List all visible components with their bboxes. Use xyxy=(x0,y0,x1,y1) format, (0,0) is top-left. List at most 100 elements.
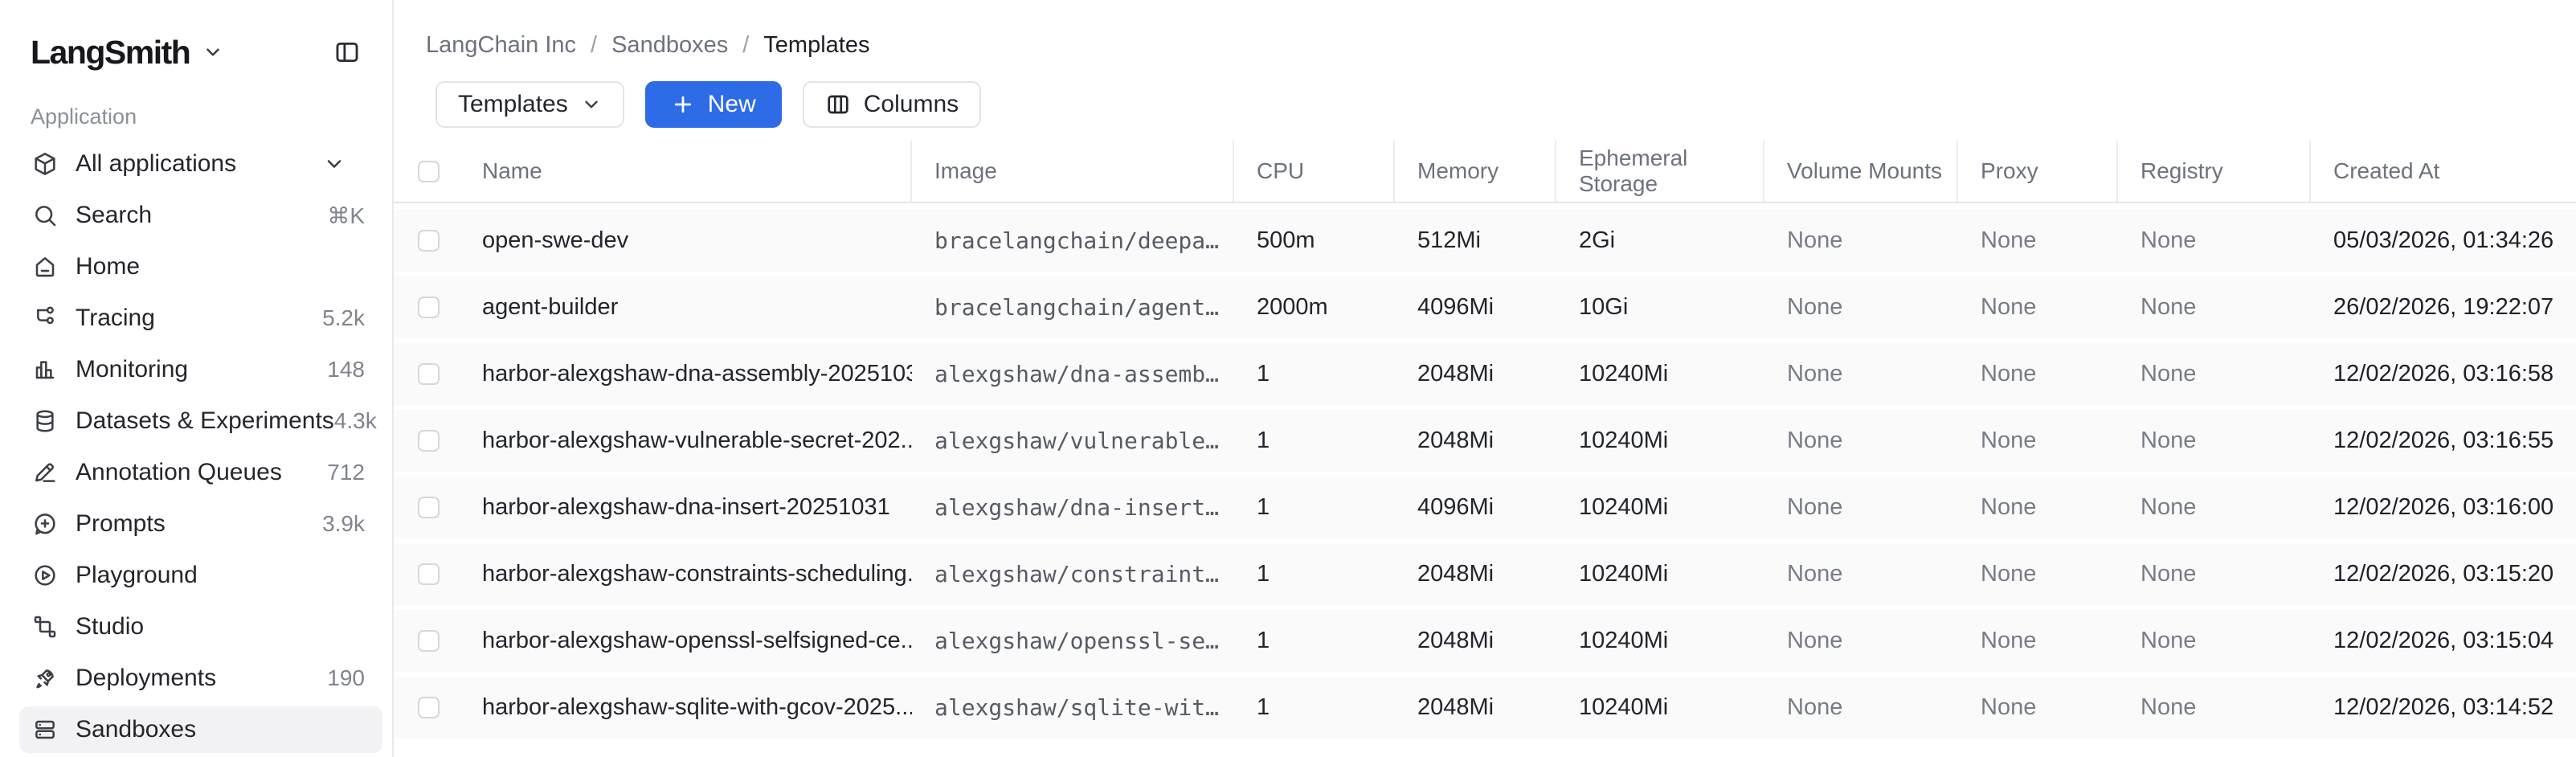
sidebar-item-annotation-queues[interactable]: Annotation Queues 712 xyxy=(19,449,382,496)
cell-proxy: None xyxy=(1981,428,2037,453)
cell-memory: 4096Mi xyxy=(1417,494,1494,520)
column-header-image: Image xyxy=(912,141,1234,202)
sidebar-item-sandboxes[interactable]: Sandboxes xyxy=(19,706,382,753)
row-checkbox[interactable] xyxy=(418,630,440,652)
sidebar-item-playground[interactable]: Playground xyxy=(19,552,382,599)
sidebar-item-label: All applications xyxy=(76,150,237,177)
sidebar-item-badge: 4.3k xyxy=(333,408,377,433)
cell-created-at: 12/02/2026, 03:14:52 xyxy=(2333,694,2554,720)
sidebar-item-tracing[interactable]: Tracing 5.2k xyxy=(19,295,382,342)
box-icon xyxy=(32,151,58,177)
cell-ephemeral-storage: 10Gi xyxy=(1579,294,1629,320)
sidebar-item-label: Studio xyxy=(76,613,145,640)
breadcrumb-sandboxes[interactable]: Sandboxes xyxy=(611,32,729,58)
cell-memory: 2048Mi xyxy=(1417,561,1494,587)
view-dropdown[interactable]: Templates xyxy=(435,81,624,128)
table-row[interactable]: open-swe-dev bracelangchain/deepa… 500m … xyxy=(394,210,2576,272)
cell-volume-mounts: None xyxy=(1787,494,1843,520)
sidebar-item-label: Sandboxes xyxy=(76,716,197,743)
table-row[interactable]: harbor-alexgshaw-sqlite-with-gcov-2025..… xyxy=(394,677,2576,739)
prompts-icon xyxy=(32,511,58,537)
row-checkbox[interactable] xyxy=(418,297,440,318)
sidebar-item-datasets-experiments[interactable]: Datasets & Experiments 4.3k xyxy=(19,398,382,444)
table-row[interactable]: harbor-alexgshaw-openssl-selfsigned-ce..… xyxy=(394,610,2576,672)
sidebar-section-label: Application xyxy=(31,104,137,129)
breadcrumb-org[interactable]: LangChain Inc xyxy=(426,32,577,58)
table-row[interactable]: harbor-alexgshaw-dna-assembly-20251031 a… xyxy=(394,343,2576,405)
cell-created-at: 26/02/2026, 19:22:07 xyxy=(2333,294,2554,320)
sidebar-item-deployments[interactable]: Deployments 190 xyxy=(19,655,382,702)
column-header-registry: Registry xyxy=(2118,141,2311,202)
table-body: open-swe-dev bracelangchain/deepa… 500m … xyxy=(394,203,2576,739)
cell-registry: None xyxy=(2141,694,2197,720)
cell-name: agent-builder xyxy=(482,294,619,320)
deployments-icon xyxy=(32,665,58,691)
row-checkbox[interactable] xyxy=(418,230,440,252)
tracing-icon xyxy=(32,305,58,331)
workspace-switcher[interactable]: LangSmith xyxy=(31,34,223,72)
sidebar-item-label: Annotation Queues xyxy=(76,459,282,485)
sidebar-item-home[interactable]: Home xyxy=(19,243,382,290)
columns-icon xyxy=(825,92,851,117)
table-row[interactable]: harbor-alexgshaw-constraints-scheduling.… xyxy=(394,543,2576,605)
table-row[interactable]: harbor-alexgshaw-vulnerable-secret-202..… xyxy=(394,410,2576,472)
cell-memory: 2048Mi xyxy=(1417,361,1494,387)
cell-proxy: None xyxy=(1981,294,2037,320)
sidebar-item-label: Datasets & Experiments xyxy=(76,407,334,434)
columns-button[interactable]: Columns xyxy=(802,81,982,128)
row-checkbox[interactable] xyxy=(418,363,440,385)
cell-image: alexgshaw/openssl-se… xyxy=(934,628,1220,654)
cell-ephemeral-storage: 10240Mi xyxy=(1579,694,1669,720)
cell-volume-mounts: None xyxy=(1787,227,1843,253)
cell-memory: 2048Mi xyxy=(1417,428,1494,453)
new-button[interactable]: New xyxy=(644,81,782,128)
sidebar-item-studio[interactable]: Studio xyxy=(19,604,382,650)
sidebar-item-search[interactable]: Search ⌘K xyxy=(19,192,382,239)
cell-cpu: 1 xyxy=(1257,694,1270,720)
breadcrumb-current-page: Templates xyxy=(763,32,870,58)
cell-proxy: None xyxy=(1981,361,2037,387)
datasets-icon xyxy=(32,408,58,434)
sidebar-collapse-button[interactable] xyxy=(329,35,365,70)
table-row[interactable]: harbor-alexgshaw-dna-insert-20251031 ale… xyxy=(394,477,2576,538)
row-checkbox[interactable] xyxy=(418,563,440,585)
cell-image: bracelangchain/agent… xyxy=(934,294,1220,321)
row-checkbox[interactable] xyxy=(418,497,440,518)
chevron-down-icon xyxy=(202,42,223,63)
sidebar-item-label: Playground xyxy=(76,562,198,588)
cell-proxy: None xyxy=(1981,561,2037,587)
cell-ephemeral-storage: 10240Mi xyxy=(1579,428,1669,453)
cell-proxy: None xyxy=(1981,628,2037,653)
cell-created-at: 12/02/2026, 03:16:58 xyxy=(2333,361,2554,387)
cell-registry: None xyxy=(2141,561,2197,587)
sidebar-item-label: Tracing xyxy=(76,305,155,331)
table-row[interactable]: agent-builder bracelangchain/agent… 2000… xyxy=(394,276,2576,338)
chevron-down-icon xyxy=(321,151,347,177)
cell-registry: None xyxy=(2141,227,2197,253)
cell-name: harbor-alexgshaw-openssl-selfsigned-ce..… xyxy=(482,628,912,653)
row-checkbox[interactable] xyxy=(418,697,440,718)
templates-table: Name Image CPU Memory Ephemeral Storage … xyxy=(394,141,2576,757)
cell-cpu: 1 xyxy=(1257,628,1270,653)
cell-image: alexgshaw/sqlite-wit… xyxy=(934,694,1220,721)
cell-ephemeral-storage: 10240Mi xyxy=(1579,494,1669,520)
breadcrumb-separator: / xyxy=(742,32,750,58)
column-header-name: Name xyxy=(482,158,542,183)
sidebar-item-prompts[interactable]: Prompts 3.9k xyxy=(19,501,382,547)
column-header-cpu: CPU xyxy=(1234,141,1395,202)
sidebar-item-all-applications[interactable]: All applications xyxy=(19,141,382,187)
cell-proxy: None xyxy=(1981,227,2037,253)
sidebar-item-label: Home xyxy=(76,253,141,280)
select-all-checkbox[interactable] xyxy=(418,160,440,182)
monitoring-icon xyxy=(32,357,58,383)
cell-cpu: 2000m xyxy=(1257,294,1328,320)
row-checkbox[interactable] xyxy=(418,430,440,452)
cell-ephemeral-storage: 10240Mi xyxy=(1579,628,1669,653)
cell-cpu: 500m xyxy=(1257,227,1315,253)
cell-volume-mounts: None xyxy=(1787,294,1843,320)
sidebar-item-monitoring[interactable]: Monitoring 148 xyxy=(19,346,382,393)
sidebar-item-badge: ⌘K xyxy=(327,203,365,228)
cell-name: harbor-alexgshaw-sqlite-with-gcov-2025..… xyxy=(482,694,912,720)
toolbar: Templates New Columns xyxy=(394,59,2576,128)
